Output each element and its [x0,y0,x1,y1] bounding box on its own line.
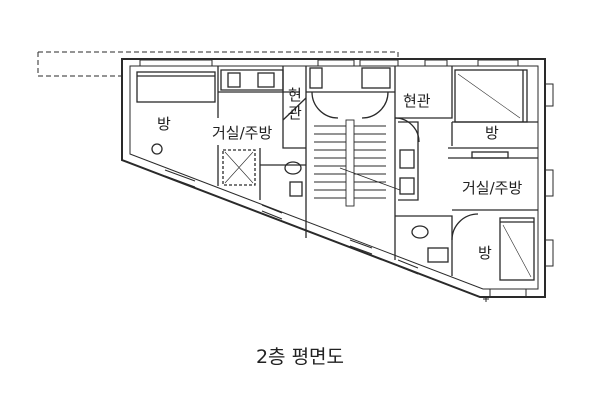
outer-wall-inner [129,65,539,290]
left-toilet [284,161,302,175]
room-label-left-entrance: 현관 [288,86,302,122]
core-entry-door-left [311,91,339,119]
right-bedroom-door [451,213,479,241]
left-entrance-wall [282,66,306,149]
left-vanity [289,181,303,197]
room-label-right-bedroom-bottom: 방 [478,244,492,262]
right-vanity [427,247,449,263]
left-bedroom-fixture-icon [151,143,163,155]
right-entrance-door [394,117,420,143]
right-bed-top-x [457,73,521,119]
plan-caption: 2층 평면도 [255,346,345,368]
room-label-right-bedroom-top: 방 [485,124,499,142]
core-duct-1 [309,67,323,89]
room-label-left-bedroom: 방 [157,115,171,133]
right-bed-top [454,69,528,123]
left-bath-wall [259,148,306,200]
stair-arrow [339,167,401,191]
right-bed-bottom-x [502,224,532,278]
stair-treads [314,119,386,207]
core-walls [305,66,396,238]
right-bedroom-top-wall [451,121,538,146]
right-kitchen-counter [398,121,419,201]
right-sink [399,177,415,195]
room-label-left-entrance-char: 관 [288,104,302,122]
corner-mark-icon [483,296,489,302]
room-label-right-entrance: 현관 [403,92,431,110]
right-bath-wall [394,215,453,276]
right-wardrobe [471,151,509,159]
core-entry-door-right [361,91,389,119]
left-entrance-door [282,97,307,121]
right-windows [489,83,554,298]
right-partition [448,147,538,159]
left-closet-x [224,151,254,184]
left-bed [136,71,216,103]
core-duct-2 [361,67,391,89]
dashed-overhang-outline [37,51,399,77]
right-toilet [411,225,429,239]
diagonal-windows [164,169,419,275]
left-sink [227,72,241,88]
room-label-left-entrance-char: 현 [288,86,302,104]
room-label-left-living-kitchen: 거실/주방 [212,124,272,142]
left-cooktop [257,72,275,88]
right-entrance-wall [395,66,453,119]
right-bed-bottom [499,217,535,281]
top-windows [139,59,519,67]
right-cooktop [399,149,415,169]
room-label-right-living-kitchen: 거실/주방 [462,179,522,197]
left-closet [222,149,256,186]
